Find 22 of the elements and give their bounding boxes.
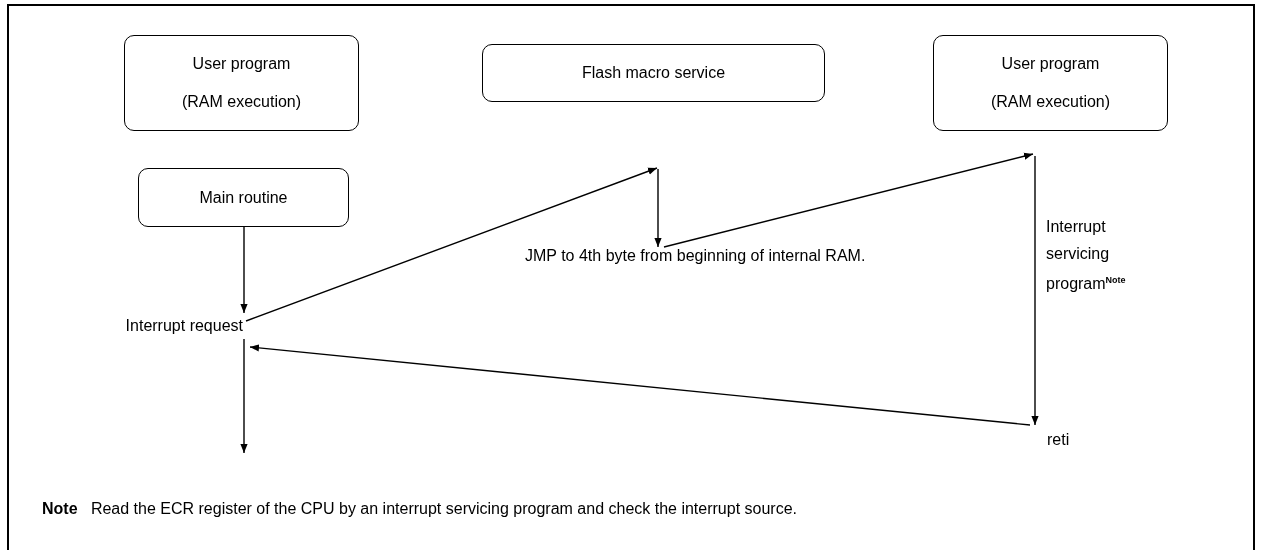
box-text: User program	[1001, 55, 1100, 74]
process-box	[933, 35, 1168, 131]
arrow	[240, 226, 248, 314]
edge-label: Interrupt servicing program$^{Note}$	[1046, 217, 1127, 295]
flow-text: reti	[1030, 425, 1070, 449]
flow-text: Interrupt request	[70, 313, 246, 339]
box-text: User program	[192, 55, 291, 74]
arrow	[240, 338, 248, 454]
box-text: Flash macro service	[581, 64, 726, 82]
arrow	[249, 344, 1031, 426]
process-box	[124, 35, 359, 131]
box-text: (RAM execution)	[990, 92, 1111, 111]
note-text: Note Read the ECR register of the CPU by an interrupt servicing program and check the interrupt source.	[42, 500, 797, 518]
process-box	[138, 168, 349, 227]
flow-text: JMP to 4th byte from beginning of internal RAM.	[525, 247, 866, 265]
arrow	[654, 168, 662, 248]
box-text: (RAM execution)	[181, 92, 302, 111]
arrow	[1031, 155, 1039, 426]
arrow	[245, 167, 658, 322]
box-text: Main routine	[199, 188, 288, 207]
arrow	[663, 152, 1034, 248]
process-box	[482, 44, 825, 102]
